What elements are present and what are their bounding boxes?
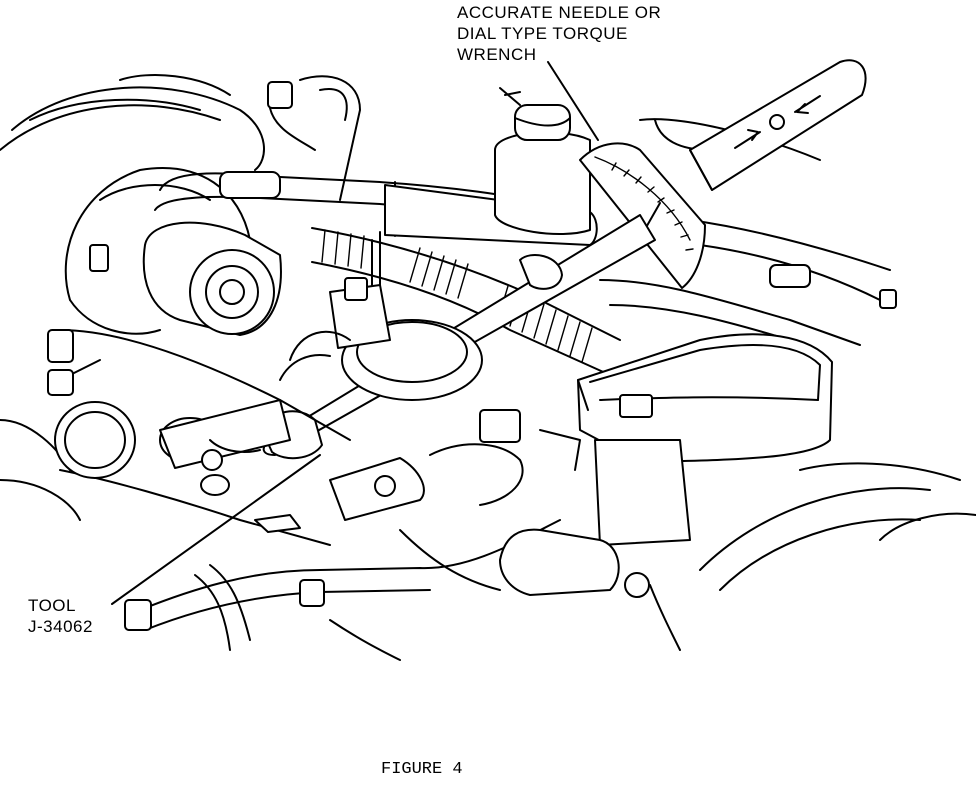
lower-bracket [499, 462, 976, 651]
tool-leader-line [111, 454, 321, 605]
master-cylinder [142, 221, 282, 336]
oil-filler-cap [54, 401, 136, 479]
throttle-body [279, 231, 483, 401]
tool-callout: TOOL J-34062 [28, 595, 93, 637]
intake-manifold [329, 409, 581, 591]
right-hoses [599, 118, 897, 346]
sensor-cluster [159, 399, 291, 496]
left-fender-dome [0, 74, 265, 171]
wrench-callout-line: DIAL TYPE TORQUE [457, 24, 628, 43]
wrench-callout-line: WRENCH [457, 45, 537, 64]
wrench-callout: ACCURATE NEEDLE OR DIAL TYPE TORQUE WREN… [457, 2, 661, 65]
coolant-reservoir [494, 87, 591, 236]
corrugated-duct [311, 227, 621, 376]
wrench-leader-line [547, 61, 599, 141]
figure-caption: FIGURE 4 [381, 760, 463, 779]
wrench-callout-line: ACCURATE NEEDLE OR [457, 3, 662, 22]
air-cleaner-box [577, 333, 833, 546]
tool-callout-line: TOOL [28, 596, 76, 615]
wiring-harness [124, 519, 561, 661]
tool-callout-line: J-34062 [28, 617, 93, 636]
upper-tube [299, 75, 361, 201]
upper-clip [267, 81, 316, 151]
